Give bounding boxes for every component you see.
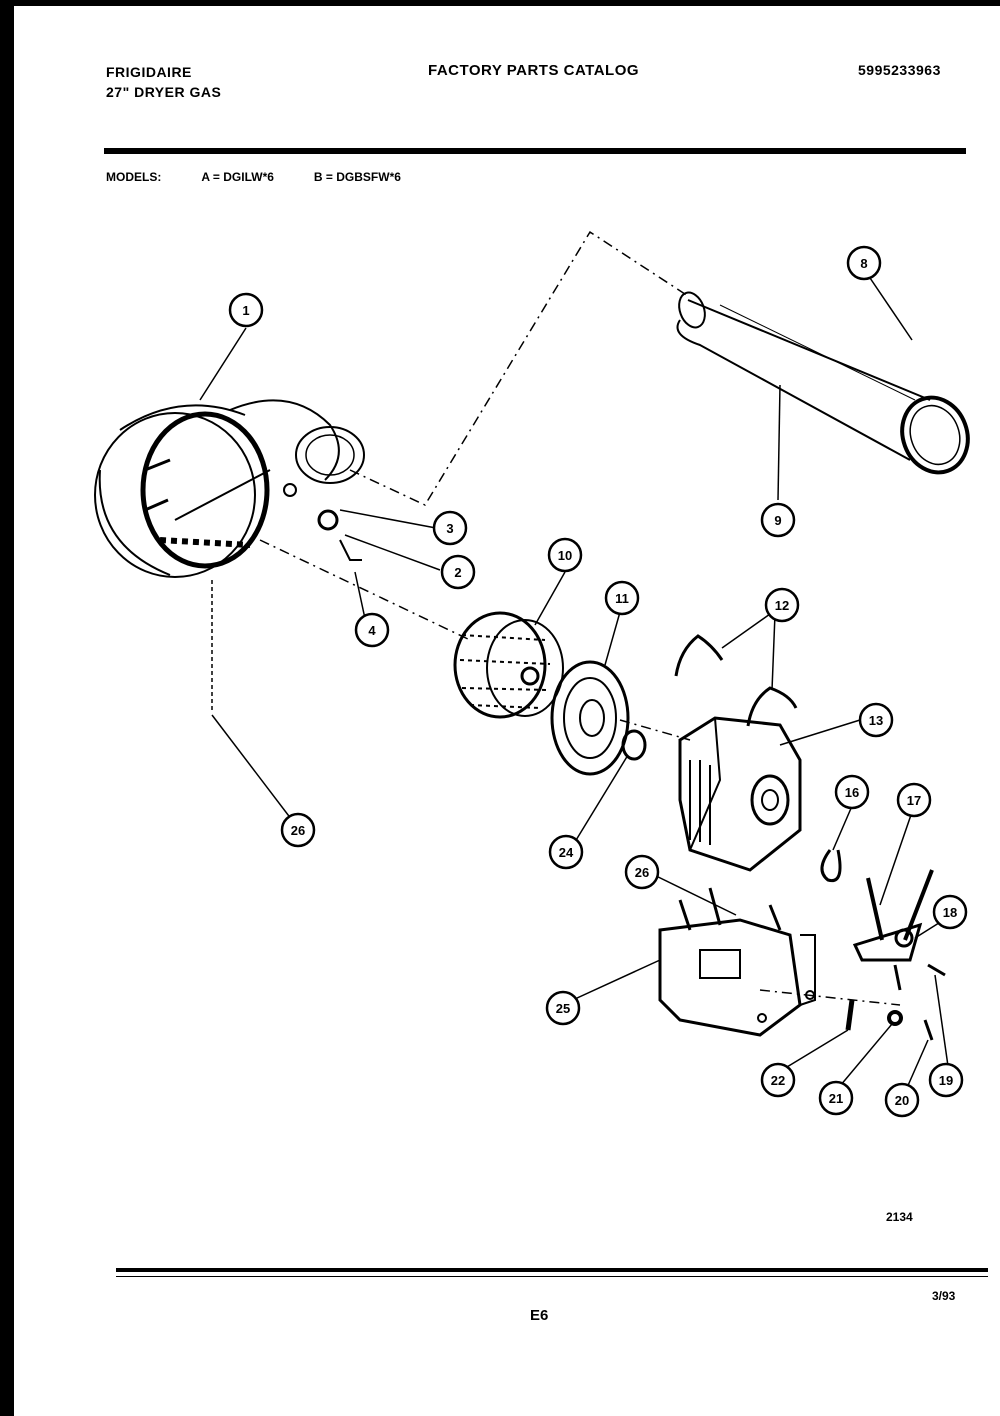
callout-2: 2 <box>454 565 461 580</box>
callout-25: 25 <box>556 1001 570 1016</box>
pin-19 <box>927 963 946 977</box>
motor-clips <box>674 634 798 727</box>
scan-border-left <box>0 0 14 1416</box>
models-label: MODELS: <box>106 170 162 184</box>
callout-numbers: 1 2 3 4 8 9 10 11 12 13 16 17 18 19 20 2… <box>242 256 957 1108</box>
nut <box>621 729 647 761</box>
idler-spring <box>820 849 842 883</box>
callout-21: 21 <box>829 1091 843 1106</box>
callout-18: 18 <box>943 905 957 920</box>
scan-border-top <box>0 0 1000 6</box>
drive-motor <box>678 716 802 872</box>
callout-3: 3 <box>446 521 453 536</box>
motor-bracket <box>658 887 816 1037</box>
callout-11: 11 <box>615 591 629 606</box>
revision-date: 3/93 <box>932 1289 956 1303</box>
footer-rule <box>116 1268 988 1272</box>
motor-mount-disc <box>550 660 630 776</box>
callout-22: 22 <box>771 1073 785 1088</box>
bolt-22 <box>845 999 855 1031</box>
callout-26a: 26 <box>291 823 305 838</box>
catalog-number: 5995233963 <box>858 62 941 78</box>
callout-26b: 26 <box>635 865 649 880</box>
idler-arm <box>852 869 934 991</box>
blower-housing <box>94 399 365 578</box>
callout-1: 1 <box>242 303 249 318</box>
screw-20 <box>923 1019 934 1041</box>
callout-10: 10 <box>558 548 572 563</box>
exhaust-duct <box>676 291 970 475</box>
footer-rule-thin <box>116 1276 988 1277</box>
catalog-title: FACTORY PARTS CATALOG <box>428 62 640 79</box>
drawing-number: 2134 <box>886 1210 913 1224</box>
callout-9: 9 <box>774 513 781 528</box>
header-rule <box>104 148 966 154</box>
leader-lines <box>199 274 951 1091</box>
product-name: 27" DRYER GAS <box>106 84 222 100</box>
washer-21 <box>887 1010 903 1026</box>
housing-fasteners <box>283 483 362 561</box>
brand-name: FRIGIDAIRE <box>106 64 192 80</box>
callout-17: 17 <box>907 793 921 808</box>
callout-4: 4 <box>368 623 376 638</box>
model-a: A = DGILW*6 <box>201 170 274 184</box>
callout-20: 20 <box>895 1093 909 1108</box>
callout-16: 16 <box>845 785 859 800</box>
callout-19: 19 <box>939 1073 953 1088</box>
callout-12: 12 <box>775 598 789 613</box>
models-row: MODELS: A = DGILW*6 B = DGBSFW*6 <box>106 170 401 184</box>
model-b: B = DGBSFW*6 <box>313 170 401 184</box>
callout-13: 13 <box>869 713 883 728</box>
page-number: E6 <box>530 1307 549 1324</box>
callout-24: 24 <box>559 845 574 860</box>
callout-circles <box>228 245 968 1118</box>
blower-wheel <box>453 611 564 719</box>
callout-8: 8 <box>860 256 867 271</box>
